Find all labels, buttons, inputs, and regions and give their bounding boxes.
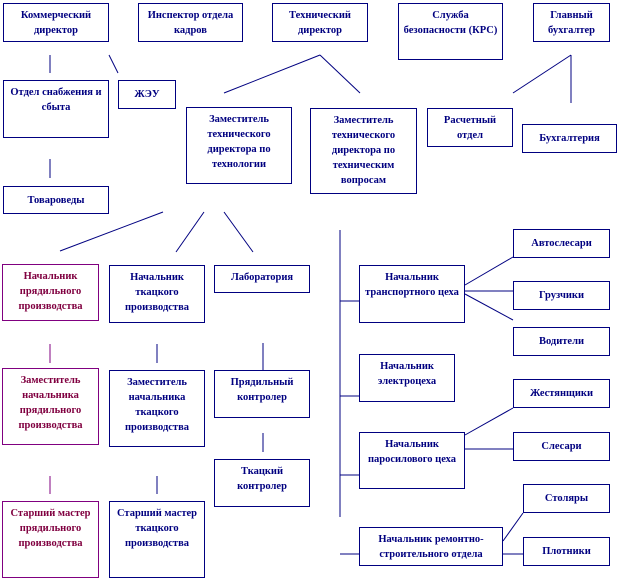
auto-mechanics-box: Автослесари [513,229,610,258]
drivers-box: Водители [513,327,610,356]
spinning-deputy-box: Заместитель начальника прядильного произ… [2,368,99,445]
repair-head-box: Начальник ремонтно-строительного отдела [359,527,503,566]
carpenters-box: Плотники [523,537,610,566]
weaving-deputy-box: Заместитель начальника ткацкого производ… [109,370,205,447]
spinning-head-box: Начальник прядильного производства [2,264,99,321]
laboratory-box: Лаборатория [214,265,310,293]
electric-head-box: Начальник электроцеха [359,354,455,402]
supply-sales-box: Отдел снабжения и сбыта [3,80,109,138]
joiners-box: Столяры [523,484,610,513]
fitters-box: Слесари [513,432,610,461]
weaving-head-box: Начальник ткацкого производства [109,265,205,323]
accounting-box: Бухгалтерия [522,124,617,153]
security-service-box: Служба безопасности (КРС) [398,3,503,60]
steam-head-box: Начальник паросилового цеха [359,432,465,489]
loaders-box: Грузчики [513,281,610,310]
weaving-master-box: Старший мастер ткацкого производства [109,501,205,578]
payroll-box: Расчетный отдел [427,108,513,147]
spinning-controller-box: Прядильный контролер [214,370,310,418]
deputy-technical-box: Заместитель технического директора по те… [310,108,417,194]
weaving-controller-box: Ткацкий контролер [214,459,310,507]
transport-head-box: Начальник транспортного цеха [359,265,465,323]
deputy-technology-box: Заместитель технического директора по те… [186,107,292,184]
chief-accountant-box: Главный бухгалтер [533,3,610,42]
technical-director-box: Технический директор [272,3,368,42]
spinning-master-box: Старший мастер прядильного производства [2,501,99,578]
tinsmiths-box: Жестянщики [513,379,610,408]
housing-box: ЖЭУ [118,80,176,109]
hr-inspector-box: Инспектор отдела кадров [138,3,243,42]
commercial-director-box: Коммерческий директор [3,3,109,42]
merchandisers-box: Товароведы [3,186,109,214]
